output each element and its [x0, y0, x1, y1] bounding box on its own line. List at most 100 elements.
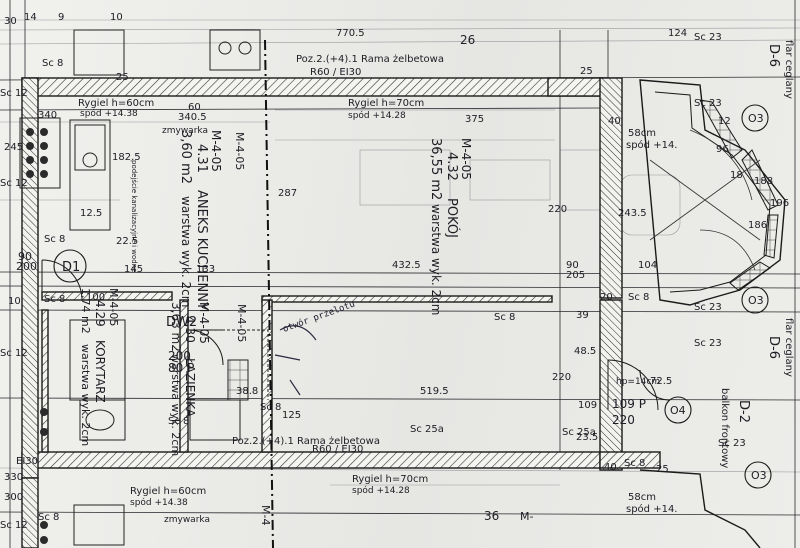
corridor-name: KORYTARZ: [93, 340, 107, 403]
dim-label: 340.5: [178, 112, 207, 123]
bathroom-fixtures: [69, 319, 269, 441]
balcony-label: balkon frontowy: [719, 388, 730, 468]
riser-note: podejście kanalizacyjne i wodne: [130, 160, 138, 272]
dim-label: 48.5: [574, 346, 596, 357]
sc-label: Sc 8: [260, 402, 281, 413]
num-26: 26: [460, 33, 475, 47]
dim-label: 186: [748, 220, 767, 231]
dim-label: 10: [110, 12, 123, 23]
dim-label: 25: [116, 72, 129, 83]
dim-label: 30: [4, 16, 17, 27]
window-markers: [53, 104, 772, 489]
m4-bottom: M-: [520, 510, 533, 523]
sc-label: Sc 25a: [410, 424, 444, 435]
sc-label: Sc 12: [0, 88, 28, 99]
sc-label: Sc 8: [624, 458, 645, 469]
bath-finish: warstwa wyk. 2cm: [169, 354, 182, 456]
dim-label: 25: [656, 464, 669, 475]
dim-label: 12: [718, 116, 731, 127]
dim-label: 375: [465, 114, 484, 125]
sc-label: Sc 8: [44, 234, 65, 245]
dim-label: 245: [4, 142, 23, 153]
window-o3-c: O3: [751, 469, 767, 482]
dim-label: 330: [4, 472, 23, 483]
dim-label: 109: [578, 400, 597, 411]
dim-label: 432.5: [392, 260, 421, 271]
dim-label: 188: [754, 176, 773, 187]
bath-area: 3,63 m2: [169, 302, 183, 352]
dim-label: 14: [24, 12, 37, 23]
dim-label: 220: [552, 372, 571, 383]
rygiel-top-left: Rygiel h=60cm: [78, 98, 154, 109]
corridor-finish: warstwa wyk. 2cm: [79, 344, 92, 446]
sc-label: Sc 23: [694, 338, 722, 349]
window-58-bottom: 58cm: [628, 492, 656, 503]
flar-mid: flar ceglany: [783, 318, 794, 377]
dim-label: 145: [124, 264, 143, 275]
door-dw2-size: 80 P: [168, 361, 194, 375]
dim-label: 196: [770, 198, 789, 209]
dim-label: 182.5: [112, 152, 141, 163]
dim-label: 124: [668, 28, 687, 39]
bath-ref: M-4-05: [197, 302, 211, 344]
dim-label: 340: [38, 110, 57, 121]
kitchen-finish: warstwa wyk. 2cm: [179, 196, 193, 307]
d1-label: D1: [62, 260, 80, 275]
sc-label: Sc 23: [718, 438, 746, 449]
rygiel-bottom-mid: Rygiel h=70cm: [352, 474, 428, 485]
dim-label: 220: [548, 204, 567, 215]
beam-bottom-label: Poz.2.(+4).1 Rama żelbetowa: [232, 436, 380, 447]
sc-label: Sc 12: [0, 178, 28, 189]
dim-label: 60: [188, 102, 201, 113]
axis-ref-2: M-4-05: [235, 304, 248, 342]
window-spod-bottom: spód +14.: [626, 503, 677, 515]
room-code: 4.32: [444, 152, 459, 181]
rygiel-top-left-spod: spód +14.38: [80, 108, 138, 119]
dim-label: 23.5: [576, 432, 598, 443]
kitchen-name: ANEKS KUCHENNY: [194, 190, 209, 310]
dim-label: 125: [282, 410, 301, 421]
kitchen-code: 4.31: [194, 144, 209, 173]
flar-top: flar ceglany: [783, 40, 794, 99]
walls: [21, 77, 786, 548]
rygiel-bottom-mid-spod: spód +14.28: [352, 485, 410, 496]
d6-mid: D-6: [766, 336, 781, 359]
window-o3-b: O3: [748, 294, 764, 307]
window-spod-top: spód +14.: [626, 139, 677, 151]
room-finish: warstwa wyk. 2cm: [429, 204, 443, 315]
dim-label: 40: [608, 116, 621, 127]
dim-label: 9: [58, 12, 64, 23]
window-o3-a: O3: [748, 112, 764, 125]
window-o4: O4: [670, 404, 686, 417]
dim-label: 18: [730, 170, 743, 181]
sc-label: Sc 23: [694, 98, 722, 109]
dim-label: 100: [86, 292, 105, 303]
d2-label: D-2: [736, 400, 751, 423]
dim-label: 40: [604, 462, 617, 473]
corridor-area: 1,74 m2: [79, 288, 92, 334]
kitchen-area: 3,60 m2: [178, 130, 193, 184]
sc-label: Sc 8: [494, 312, 515, 323]
sc-label: Sc 25a: [562, 427, 596, 438]
dim-label: 133: [196, 264, 215, 275]
door-d2-h: 220: [612, 413, 635, 427]
dim-label: 90: [566, 260, 579, 271]
dw2-label: DW2: [166, 315, 197, 330]
sc-label: Sc 8: [628, 292, 649, 303]
handwritten-note: otwór przelotu: [281, 299, 356, 335]
kitchen-fixtures: [19, 29, 261, 546]
axis-ref-1: M-4-05: [233, 132, 246, 170]
sc-label: Sc 8: [42, 58, 63, 69]
hp-14-label: hp=14cm: [616, 377, 660, 387]
door-d1-size: 90: [18, 250, 32, 263]
dim-label: 39: [576, 310, 589, 321]
d6-top: D-6: [766, 44, 781, 67]
bath-name: ŁAZIENKA: [183, 357, 197, 418]
dim-label: 38.8: [236, 386, 258, 397]
dim-label: 96: [716, 144, 729, 155]
beam-top-label: Poz.2.(+4).1 Rama żelbetowa: [296, 54, 444, 65]
bath-code: 4.30: [183, 316, 197, 343]
